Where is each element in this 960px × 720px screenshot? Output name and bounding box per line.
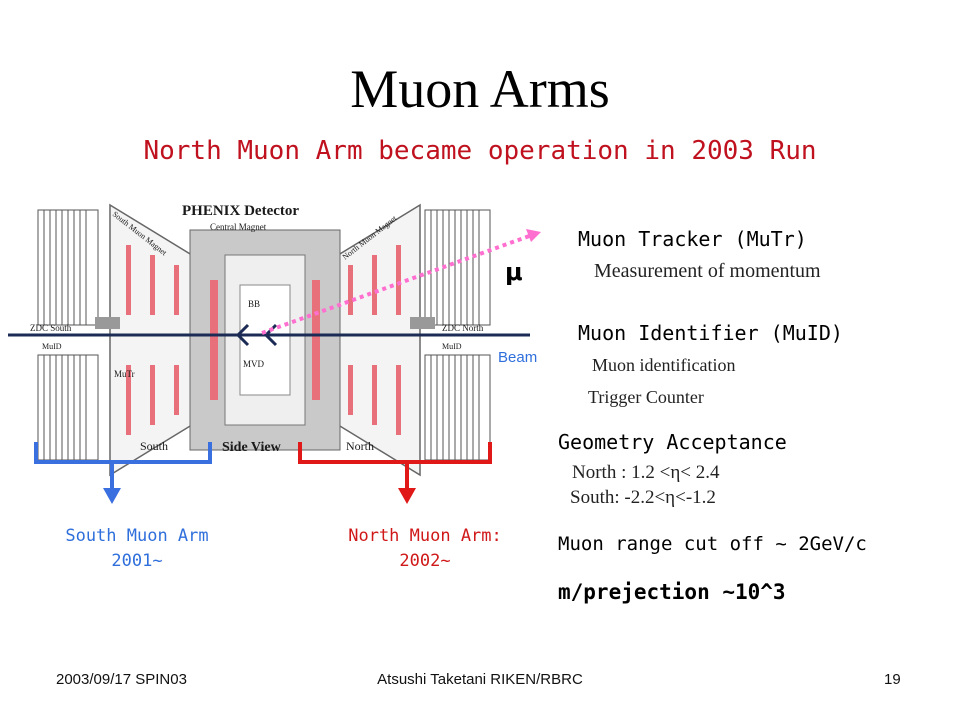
- south-arm-name: South Muon Arm: [65, 526, 209, 546]
- identifier-desc-2: Trigger Counter: [588, 387, 704, 407]
- zdc-north-label: ZDC North: [442, 323, 484, 333]
- south-arm-caption: South Muon Arm 2001~: [42, 524, 232, 574]
- beam-arrow-left: [235, 323, 250, 347]
- tracker-title: Muon Tracker (MuTr): [578, 227, 807, 251]
- tracker-desc: Measurement of momentum: [594, 260, 821, 282]
- north-arm-year: 2002~: [399, 551, 451, 571]
- phenix-detector-diagram: PHENIX Detector Central Magnet South Muo…: [8, 203, 541, 477]
- zdc-south: [95, 317, 120, 329]
- identifier-desc-1: Muon identification: [592, 355, 736, 375]
- north-muon-magnet: [329, 203, 421, 477]
- page-number: 19: [884, 671, 901, 688]
- footer-author: Atsushi Taketani RIKEN/RBRC: [377, 671, 583, 688]
- north-arm-caption: North Muon Arm: 2002~: [325, 524, 525, 574]
- south-eta-range: South: -2.2<η<-1.2: [570, 487, 716, 508]
- south-label: South: [140, 439, 168, 453]
- mvd-label: MVD: [243, 359, 265, 369]
- zdc-south-label: ZDC South: [30, 323, 72, 333]
- central-magnet-label: Central Magnet: [210, 222, 267, 232]
- beam-label: Beam: [498, 349, 537, 366]
- mu-symbol: μ: [505, 258, 523, 286]
- rejection-text: m/prejection ~10^3: [558, 580, 786, 604]
- central-magnet: [189, 229, 341, 451]
- range-cut-text: Muon range cut off ~ 2GeV/c: [558, 533, 867, 555]
- north-arm-name: North Muon Arm:: [348, 526, 502, 546]
- north-arm-arrowhead: [398, 488, 416, 504]
- north-label: North: [346, 439, 374, 453]
- identifier-title: Muon Identifier (MuID): [578, 321, 843, 345]
- arm-brackets: [34, 442, 492, 504]
- south-arm-bracket: [34, 442, 212, 464]
- south-iron-stack: [37, 209, 99, 461]
- diagram-heading: PHENIX Detector: [182, 203, 299, 219]
- side-view-label: Side View: [222, 440, 282, 455]
- south-arm-year: 2001~: [111, 551, 163, 571]
- slide-title: Muon Arms: [350, 59, 610, 119]
- geometry-title: Geometry Acceptance: [558, 430, 787, 454]
- north-eta-range: North : 1.2 <η< 2.4: [572, 462, 720, 483]
- muid-south-label: MuID: [42, 342, 62, 351]
- mutr-stations-south: [126, 245, 179, 435]
- bb-label: BB: [248, 299, 260, 309]
- zdc-north: [410, 317, 435, 329]
- slide-subtitle: North Muon Arm became operation in 2003 …: [143, 136, 817, 166]
- mutr-label: MuTr: [114, 369, 135, 379]
- muon-track-arrowhead: [526, 229, 541, 242]
- muid-north-label: MuID: [442, 342, 462, 351]
- north-arm-bracket: [298, 442, 492, 464]
- footer-date: 2003/09/17 SPIN03: [56, 671, 187, 688]
- mutr-stations-north: [348, 245, 401, 435]
- south-arm-arrowhead: [103, 488, 121, 504]
